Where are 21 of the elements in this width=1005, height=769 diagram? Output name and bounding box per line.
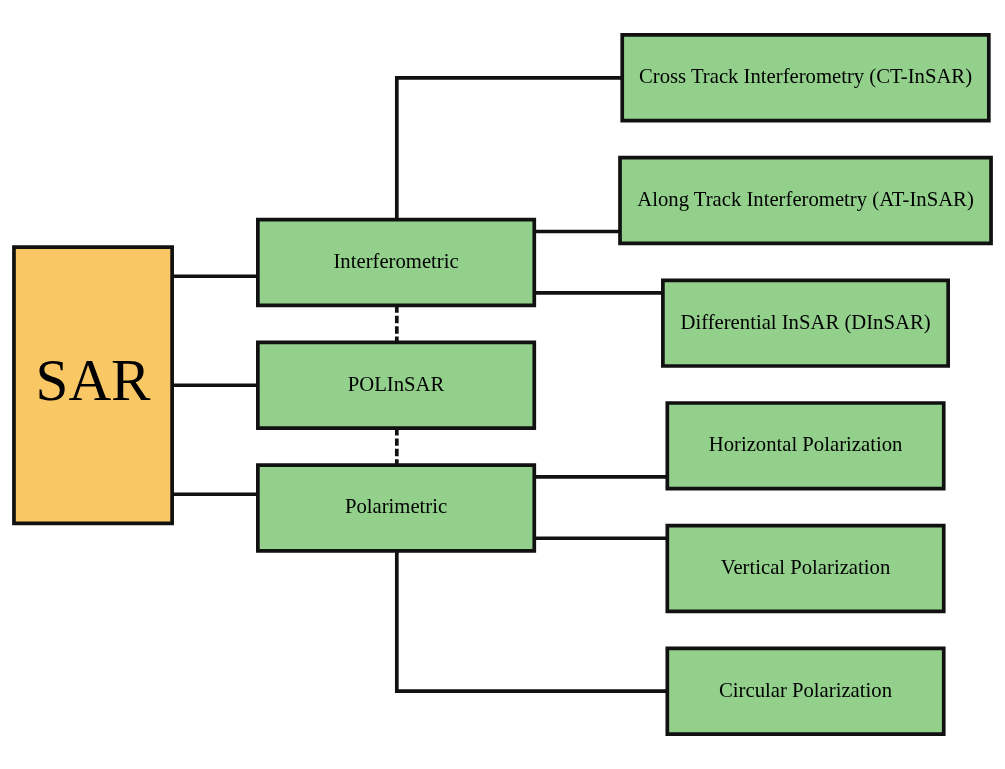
connector [394, 75, 623, 220]
connector [534, 536, 668, 541]
node-box: Along Track Interferometry (AT-InSAR) [618, 155, 993, 246]
node-box: POLInSAR [256, 340, 537, 430]
connector [394, 428, 399, 465]
connector [172, 383, 258, 388]
node-box: SAR [12, 245, 174, 526]
node-box: Differential InSAR (DInSAR) [661, 278, 950, 368]
node-box: Circular Polarization [665, 646, 946, 736]
connector [172, 274, 258, 279]
connector [534, 291, 663, 295]
connector [534, 229, 620, 234]
node-box: Horizontal Polarization [665, 401, 946, 491]
node-box: Cross Track Interferometry (CT-InSAR) [620, 33, 991, 123]
node-box: Interferometric [256, 217, 537, 308]
connector [534, 475, 668, 479]
node-box: Vertical Polarization [665, 523, 946, 614]
node-box: Polarimetric [256, 463, 537, 553]
connector [172, 492, 258, 497]
connector [394, 305, 399, 343]
connector [394, 550, 668, 694]
